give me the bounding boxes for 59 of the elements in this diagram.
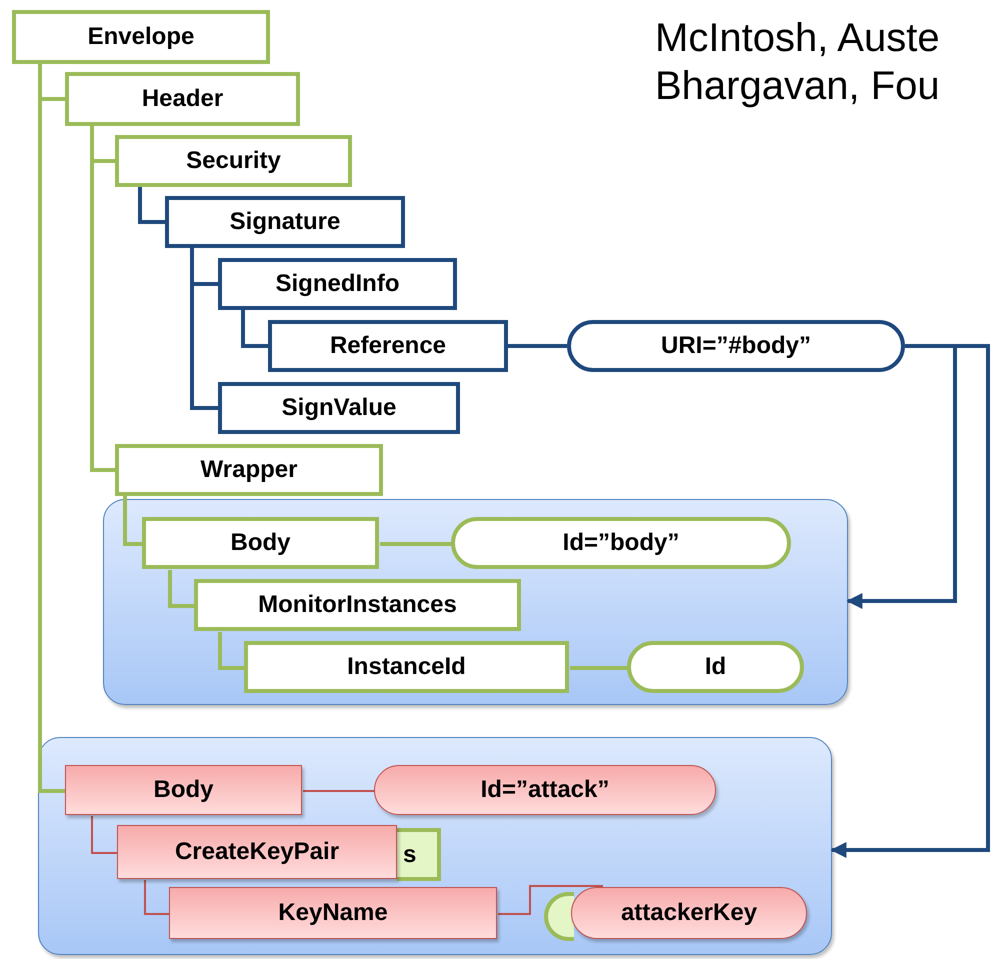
- group-panel: [38, 737, 832, 955]
- element-box: [117, 825, 397, 879]
- element-box: [115, 135, 352, 187]
- connector-line: [570, 666, 628, 670]
- element-box: [169, 887, 497, 939]
- author-text: Bhargavan, Fou: [655, 63, 940, 109]
- element-name: s: [403, 840, 416, 868]
- attribute-pill: [567, 320, 905, 372]
- element-name: Signature: [230, 208, 340, 236]
- element-box: [194, 579, 521, 631]
- element-name: Header: [142, 85, 224, 113]
- element-box: [142, 517, 379, 569]
- element-name: Id=”attack”: [480, 776, 610, 804]
- element-box: [115, 444, 383, 496]
- element-box: [165, 196, 405, 248]
- connector-line: [90, 126, 115, 472]
- element-name: Id=”body”: [562, 529, 680, 557]
- element-name: SignedInfo: [276, 270, 400, 298]
- connector-line: [168, 570, 195, 608]
- connector-line: [241, 310, 268, 348]
- element-name: Wrapper: [200, 456, 298, 484]
- element-name: Reference: [330, 332, 446, 360]
- element-box: [65, 72, 300, 126]
- element-box: [218, 382, 460, 434]
- connector-line: [218, 632, 245, 670]
- element-box: [12, 10, 270, 64]
- element-name: attackerKey: [620, 899, 758, 927]
- element-name: KeyName: [278, 899, 388, 927]
- arrow: [830, 344, 990, 858]
- element-name: CreateKeyPair: [174, 838, 340, 866]
- group-panel: [103, 499, 848, 705]
- element-name: URI=”#body”: [660, 332, 812, 360]
- element-name: InstanceId: [347, 653, 466, 681]
- connector-line: [498, 885, 603, 915]
- element-name: SignValue: [282, 394, 396, 422]
- connector-line: [508, 344, 567, 348]
- element-box: [268, 320, 508, 372]
- attribute-pill: [451, 517, 791, 569]
- connector-line: [303, 790, 375, 792]
- connector-line: [144, 880, 170, 915]
- attribute-pill: [374, 765, 716, 815]
- connector-line: [138, 187, 165, 224]
- element-name: Body: [230, 529, 290, 557]
- connector-line: [380, 542, 452, 546]
- attribute-pill: [627, 641, 804, 693]
- element-name: Body: [154, 776, 214, 804]
- element-box: [244, 641, 569, 693]
- element-name: MonitorInstances: [258, 591, 457, 619]
- author-text: McIntosh, Auste: [655, 15, 940, 61]
- element-name: Security: [186, 147, 281, 175]
- element-name: Envelope: [88, 23, 194, 51]
- element-box: [218, 258, 457, 310]
- element-name: Id: [704, 653, 726, 681]
- element-box: [397, 828, 441, 881]
- attribute-pill: [544, 892, 574, 941]
- connector-line: [91, 816, 118, 854]
- element-box: [65, 765, 302, 815]
- connector-line: [123, 496, 143, 546]
- attribute-pill: [571, 887, 807, 939]
